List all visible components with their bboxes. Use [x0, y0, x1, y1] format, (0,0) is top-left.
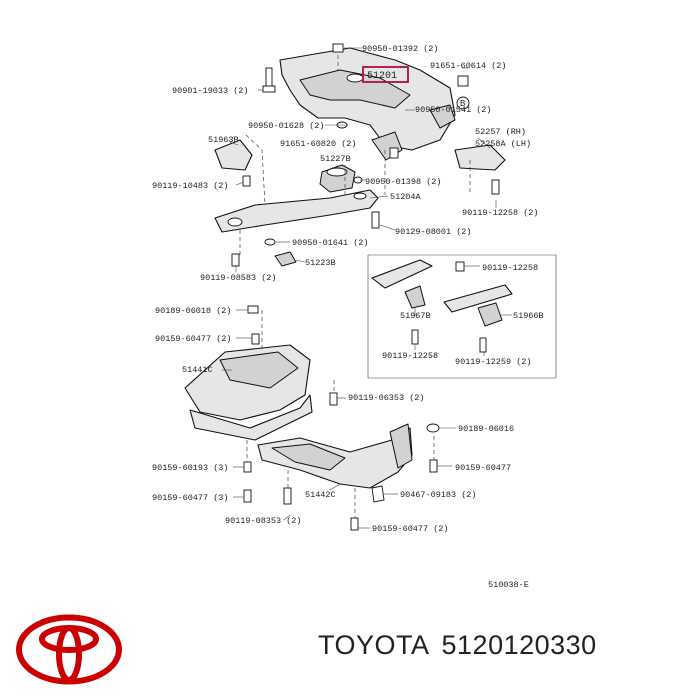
label-51204a: 51204A — [390, 192, 422, 202]
label-90119-12258: 90119-12258 (2) — [462, 208, 539, 218]
label-90119-12258-detail: 90119-12258 — [482, 263, 538, 273]
toyota-logo-icon — [16, 614, 122, 685]
label-90159-60193: 90159-60193 (3) — [152, 463, 229, 473]
label-90467-09183: 90467-09183 (2) — [400, 490, 477, 500]
label-90159-60477-3: 90159-60477 (3) — [152, 493, 229, 503]
bracket-52257-52258a[interactable] — [454, 144, 506, 171]
label-90950-01398: 90950-01398 (2) — [365, 177, 442, 187]
label-90950-01392: 90950-01392 (2) — [362, 44, 439, 54]
highlight-box-51201 — [362, 66, 409, 83]
clip-90467-09183[interactable] — [371, 485, 385, 503]
leader-lines — [222, 47, 512, 529]
crossmember-51201[interactable] — [279, 47, 456, 161]
cover-51442c[interactable] — [257, 423, 413, 489]
bolt-90950-01392[interactable] — [332, 43, 344, 53]
label-90119-12258-lower: 90119-12258 — [382, 351, 438, 361]
labels: 90950-01392 (2) 51201 91651-60614 (2) 90… — [152, 44, 544, 590]
brand-part-number: TOYOTA 5120120330 — [318, 630, 609, 661]
label-52257: 52257 (RH) — [475, 127, 526, 137]
label-91651-60614: 91651-60614 (2) — [430, 61, 507, 71]
label-90119-06353: 90119-06353 (2) — [348, 393, 425, 403]
bolt-90119-06353[interactable] — [329, 392, 338, 406]
label-90119-08353: 90119-08353 (2) — [225, 516, 302, 526]
bracket-51963b[interactable] — [214, 139, 253, 171]
bolt-90119-12258-right[interactable] — [491, 179, 500, 195]
label-90119-08583: 90119-08583 (2) — [200, 273, 277, 283]
label-90159-60477: 90159-60477 (2) — [155, 334, 232, 344]
label-90129-08001: 90129-08001 (2) — [395, 227, 472, 237]
label-51227b: 51227B — [320, 154, 351, 164]
label-51201: 51201 — [367, 71, 397, 82]
label-51963b: 51963B — [208, 135, 239, 145]
bolt-90159-60193[interactable] — [243, 461, 252, 473]
label-90119-12259: 90119-12259 (2) — [455, 357, 532, 367]
label-52258a: 52258A (LH) — [475, 139, 531, 149]
bolt-90159-60477-bottom[interactable] — [350, 517, 359, 531]
bolt-90159-60477-right[interactable] — [429, 459, 438, 473]
bolt-90159-60477-left[interactable] — [251, 333, 260, 345]
callout-b-letter: B — [460, 99, 465, 108]
label-51441c: 51441C — [182, 365, 213, 375]
label-51966b: 51966B — [513, 311, 544, 321]
label-90119-10483: 90119-10483 (2) — [152, 181, 229, 191]
label-51442c: 51442C — [305, 490, 336, 500]
parts-diagram: B — [152, 43, 557, 590]
label-diagram-code: 510038-E — [488, 580, 529, 590]
bushing-51227b[interactable] — [319, 164, 356, 193]
part-number: 5120120330 — [441, 630, 597, 660]
bolt-90119-10483[interactable] — [242, 175, 251, 187]
label-51967b: 51967B — [400, 311, 431, 321]
bracket-51223b[interactable] — [274, 251, 297, 267]
bolt-90119-12259[interactable] — [479, 337, 487, 353]
label-90159-60477-right: 90159-60477 — [455, 463, 511, 473]
label-90950-01641: 90950-01641 (2) — [292, 238, 369, 248]
bolt-90119-12258-lower[interactable] — [411, 329, 419, 345]
bolt-90901-19033[interactable] — [262, 67, 276, 93]
bolt-90159-60477-3[interactable] — [243, 489, 252, 503]
bolt-90119-08353[interactable] — [283, 487, 292, 505]
label-90189-06018: 90189-06018 (2) — [155, 306, 232, 316]
label-51223b: 51223B — [305, 258, 336, 268]
nut-90950-01641[interactable] — [264, 238, 276, 246]
clip-90189-06018[interactable] — [247, 305, 259, 314]
callout-b-marker: B — [456, 75, 470, 110]
bolt-90119-12258-detail[interactable] — [455, 261, 465, 272]
bolt-90119-08583[interactable] — [231, 253, 240, 267]
member-51204a[interactable] — [214, 189, 379, 233]
bolt-91651-60820[interactable] — [389, 147, 399, 159]
label-91651-60820: 91651-60820 (2) — [280, 139, 357, 149]
detail-box — [367, 254, 557, 379]
bolt-90129-08001[interactable] — [371, 211, 380, 229]
label-90159-60477-bottom: 90159-60477 (2) — [372, 524, 449, 534]
brand-name: TOYOTA — [318, 630, 430, 660]
label-90189-06016: 90189-06016 — [458, 424, 514, 434]
assembly-lines — [239, 55, 471, 518]
label-90950-01628: 90950-01628 (2) — [248, 121, 325, 131]
label-90950-01541: 90950-01541 (2) — [415, 105, 492, 115]
clip-90189-06016[interactable] — [426, 423, 440, 433]
cover-51441c[interactable] — [184, 344, 313, 441]
label-90901-19033: 90901-19033 (2) — [172, 86, 249, 96]
